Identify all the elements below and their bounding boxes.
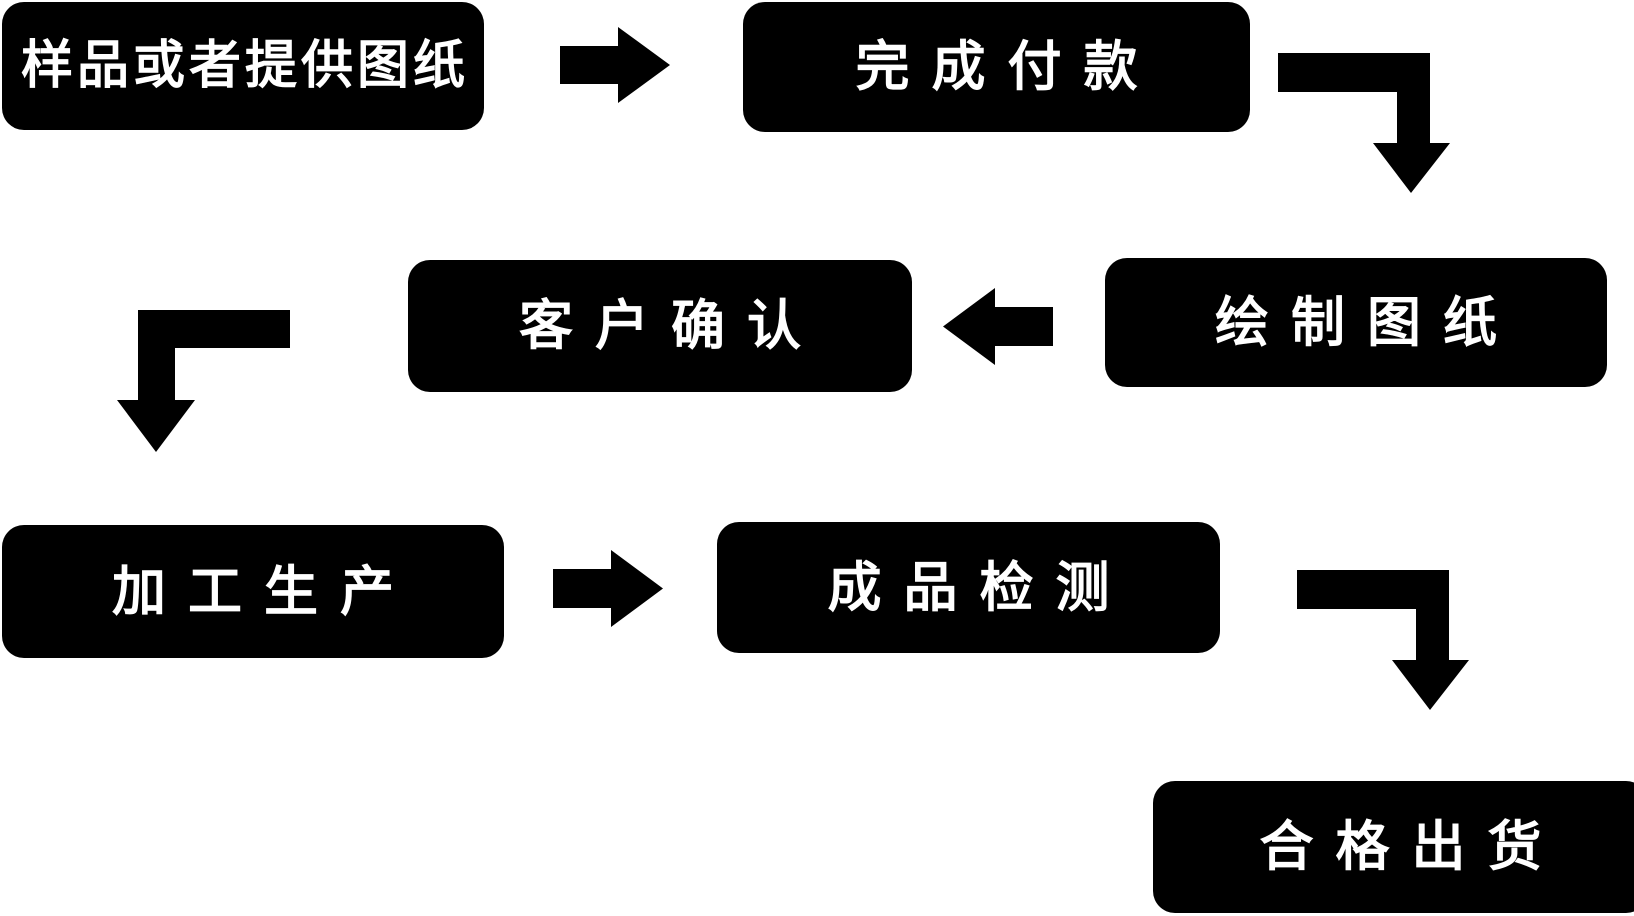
flow-node-customer-confirmation: 客户确认 (408, 260, 912, 392)
arrow-confirmation-to-production-icon (117, 310, 290, 452)
arrow-payment-to-drawing-icon (1278, 53, 1450, 193)
flow-node-qualified-shipment: 合格出货 (1153, 781, 1634, 913)
flow-node-sample-or-drawings: 样品或者提供图纸 (2, 2, 484, 130)
arrow-inspection-to-shipment-icon (1297, 570, 1469, 710)
arrow-production-to-inspection-icon (553, 550, 663, 627)
flow-node-complete-payment: 完成付款 (743, 2, 1250, 132)
arrow-drawing-to-confirmation-icon (943, 288, 1053, 365)
flow-node-processing-production: 加工生产 (2, 525, 504, 658)
flow-node-finished-product-inspection: 成品检测 (717, 522, 1220, 653)
arrow-sample-to-payment-icon (560, 27, 670, 103)
flow-node-draw-drawings: 绘制图纸 (1105, 258, 1607, 387)
